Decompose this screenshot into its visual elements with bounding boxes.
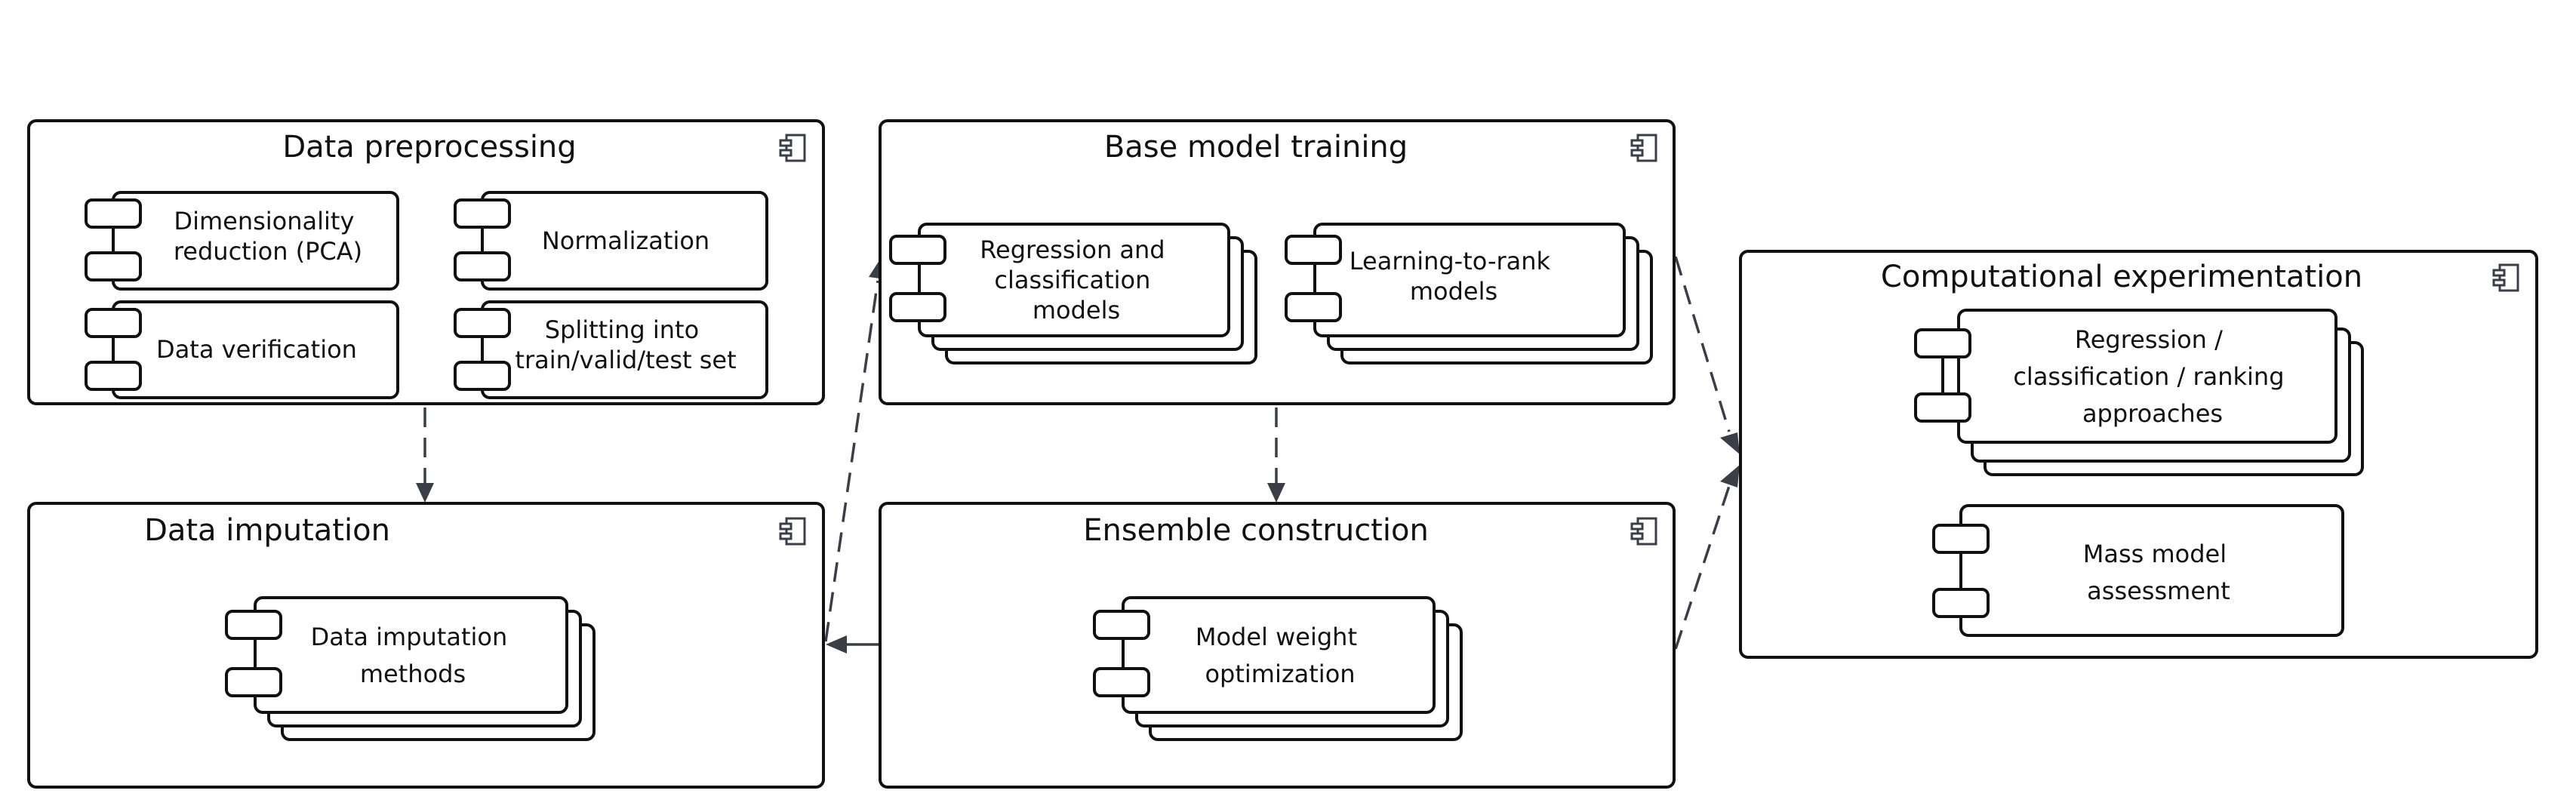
- component-label: Learning-to-rank: [1350, 247, 1551, 275]
- component-normalization: Normalization: [454, 191, 768, 291]
- svg-text:Normalization: Normalization: [542, 226, 709, 255]
- svg-text:Regression / classific: Regression / classification / ranking ap…: [2013, 325, 2291, 428]
- package-title: Computational experimentation: [1881, 260, 2362, 294]
- component-label: classification / ranking: [2013, 362, 2284, 391]
- package-title: Data imputation: [144, 513, 390, 548]
- svg-text:Model weight optimizat: Model weight optimization: [1196, 623, 1365, 688]
- arrow-imputation-to-training: [824, 280, 879, 642]
- component-label: Regression and: [980, 235, 1165, 264]
- connectors: [416, 256, 1740, 654]
- component-label: Mass model: [2083, 540, 2227, 568]
- component-label: Regression /: [2075, 325, 2223, 354]
- svg-text:Learning-to-rank model: Learning-to-rank models: [1350, 247, 1558, 306]
- component-label: assessment: [2087, 577, 2230, 605]
- package-ensemble-construction: Ensemble construction Model weight optim…: [879, 502, 1676, 789]
- component-label: models: [1033, 296, 1120, 324]
- svg-text:Data imputation method: Data imputation methods: [311, 623, 516, 688]
- package-title: Ensemble construction: [1083, 513, 1429, 548]
- arrowhead-icon: [416, 483, 434, 503]
- arrowhead-icon: [1720, 465, 1740, 488]
- component-model-weight-optimization: Model weight optimization: [1093, 596, 1463, 741]
- svg-text:Dimensionality reducti: Dimensionality reduction (PCA): [174, 207, 362, 266]
- tab-stems: [112, 227, 1962, 669]
- package-base-model-training: Base model training Regression and class…: [879, 119, 1676, 405]
- svg-text:Regression and classif: Regression and classification models: [980, 235, 1173, 324]
- component-regression-classification-ranking-approaches: Regression / classification / ranking ap…: [1914, 309, 2364, 476]
- component-label: Normalization: [542, 226, 709, 255]
- package-title: Data preprocessing: [282, 130, 576, 165]
- component-label: optimization: [1205, 660, 1355, 688]
- component-label: Data imputation: [311, 623, 508, 651]
- component-regression-classification-models: Regression and classification models: [889, 223, 1257, 364]
- component-learning-to-rank-models: Learning-to-rank models: [1285, 223, 1653, 364]
- arrow-ensemble-to-experimentation: [1674, 485, 1731, 650]
- component-label: train/valid/test set: [515, 346, 736, 374]
- component-label: approaches: [2082, 399, 2223, 428]
- component-label: Model weight: [1196, 623, 1357, 651]
- arrowhead-icon: [1267, 483, 1285, 503]
- component-label: Data verification: [156, 335, 357, 364]
- component-data-splitting: Splitting into train/valid/test set: [454, 300, 768, 399]
- component-dimensionality-reduction: Dimensionality reduction (PCA): [85, 191, 399, 291]
- component-label: classification: [994, 266, 1150, 294]
- component-label: reduction (PCA): [174, 237, 362, 266]
- component-label: models: [1410, 277, 1497, 306]
- package-computational-experimentation: Computational experimentation Regression…: [1739, 250, 2538, 659]
- svg-text:Data verification: Data verification: [156, 335, 357, 364]
- component-label: Splitting into: [545, 315, 699, 344]
- package-data-preprocessing: Data preprocessing Dimensionality reduct…: [27, 119, 825, 405]
- svg-text:Mass model assessment: Mass model assessment: [2083, 540, 2235, 605]
- package-title: Base model training: [1104, 130, 1408, 165]
- component-label: Dimensionality: [174, 207, 354, 235]
- component-data-imputation-methods: Data imputation methods: [225, 596, 596, 741]
- svg-text:Splitting into train/v: Splitting into train/valid/test set: [515, 315, 736, 374]
- arrowhead-icon: [1720, 432, 1740, 454]
- package-data-imputation: Data imputation Data imputation methods: [27, 502, 825, 789]
- component-mass-model-assessment: Mass model assessment: [1932, 504, 2344, 637]
- component-label: methods: [360, 660, 466, 688]
- arrowhead-icon: [826, 635, 847, 654]
- component-data-verification: Data verification: [85, 300, 399, 399]
- arrow-training-to-experimentation: [1674, 256, 1731, 432]
